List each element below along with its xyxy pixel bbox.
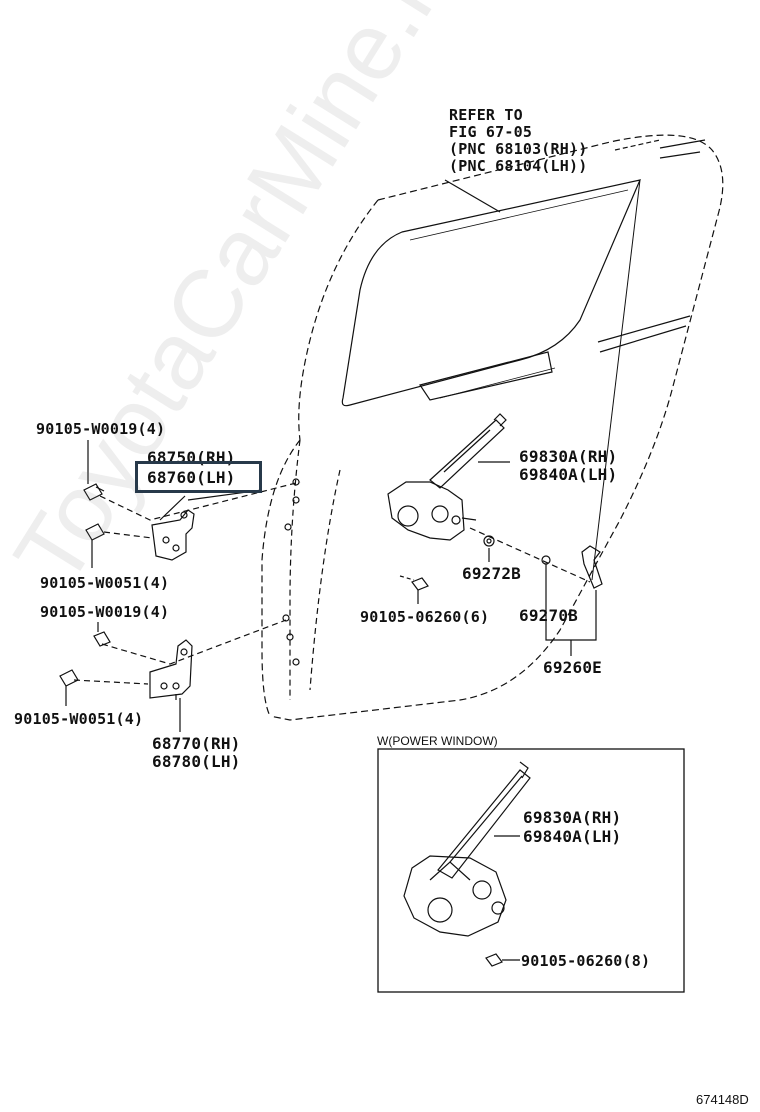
refer-line-1: REFER TO [449,106,523,124]
door-panel [261,134,724,721]
bolt-upper-2 [85,523,105,568]
refer-leader-2 [614,139,661,151]
label-bolt-lower-bottom[interactable]: 90105-W0051(4) [14,710,144,728]
label-hinge-lower-lh[interactable]: 68780(LH) [152,752,241,771]
label-bolt-upper-top[interactable]: 90105-W0019(4) [36,420,166,438]
refer-line-2: FIG 67-05 [449,123,533,141]
door-inner [289,439,341,700]
label-cushion[interactable]: 69272B [462,564,521,583]
label-bolt-lower-top[interactable]: 90105-W0019(4) [40,603,170,621]
inset-regulator [403,761,531,937]
manual-regulator [387,413,507,541]
refer-line-4: (PNC 68104(LH)) [449,157,588,175]
bolt-lower-2 [59,669,79,706]
inset-title: W(POWER WINDOW) [377,734,498,748]
label-handle-assy[interactable]: 69260E [543,658,602,677]
bolt-lower-1 [93,622,111,647]
door-frame-right [597,139,706,353]
label-regulator-bolt[interactable]: 90105-06260(6) [360,608,490,626]
inset-label-regulator-rh[interactable]: 69830A(RH) [523,808,622,827]
label-handle[interactable]: 69270B [519,606,578,625]
label-bolt-upper-bottom[interactable]: 90105-W0051(4) [40,574,170,592]
inset-frame [377,748,685,993]
window-handle [541,545,603,656]
upper-hinge [151,495,195,561]
bolt-upper-1 [83,440,105,501]
lower-hinge [149,639,193,700]
figure-id: 674148D [696,1092,749,1107]
regulator-bolt [399,575,429,604]
window-glass [341,179,642,407]
refer-leader [444,179,501,213]
refer-line-3: (PNC 68103(RH)) [449,140,588,158]
inset-label-bolt[interactable]: 90105-06260(8) [521,952,651,970]
label-hinge-upper-lh[interactable]: 68760(LH) [147,468,236,487]
inset-label-regulator-lh[interactable]: 69840A(LH) [523,827,622,846]
label-regulator-lh[interactable]: 69840A(LH) [519,465,618,484]
cushion [483,535,495,562]
highlight-box [135,461,262,493]
door-hinge-holes [282,478,300,666]
inset-bolt [485,953,520,967]
label-regulator-rh[interactable]: 69830A(RH) [519,447,618,466]
label-hinge-lower-rh[interactable]: 68770(RH) [152,734,241,753]
